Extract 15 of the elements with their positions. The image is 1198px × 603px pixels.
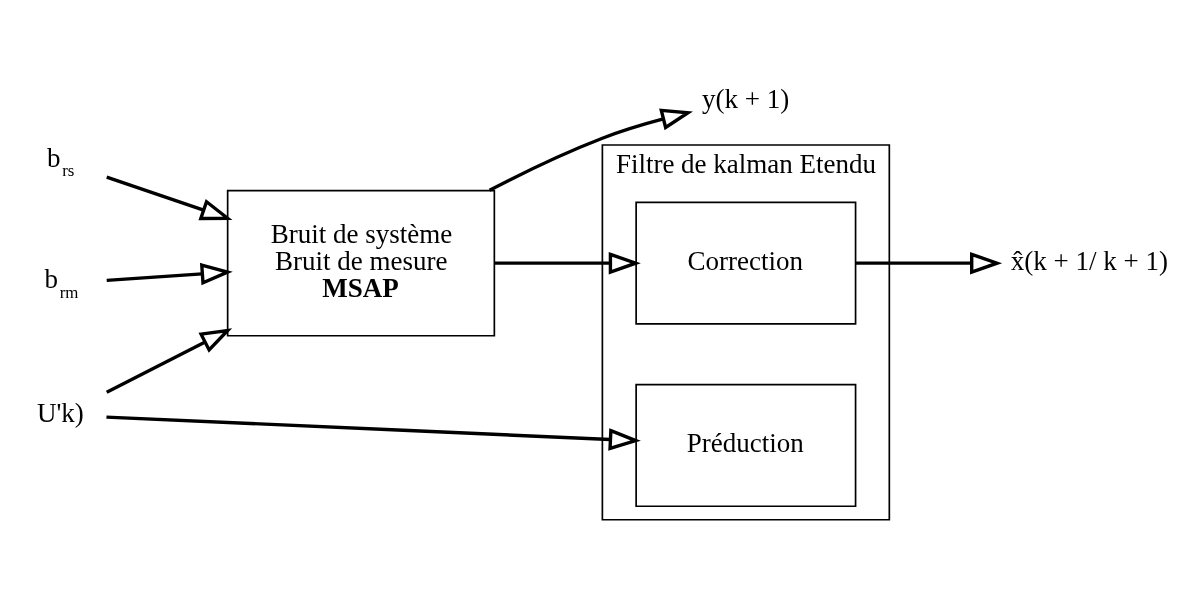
node-box: Correction [635,201,857,325]
node-box: Préduction [635,383,857,507]
arrow [106,262,233,285]
node-text: b$_{rm}$ [44,263,79,302]
node-text: y(k + 1) [701,83,790,114]
arrow [488,107,693,192]
arrow [855,251,1003,274]
arrow [106,174,233,220]
arrow [494,251,641,274]
node-text: U'k) [36,397,84,428]
node-text: b$_{rs}$ [47,142,75,180]
arrow [105,327,233,394]
node-box: Bruit de système Bruit de mesure MSAP [226,189,496,337]
node-text: x̂(k + 1/ k + 1) [1010,245,1169,276]
arrow [106,414,641,451]
